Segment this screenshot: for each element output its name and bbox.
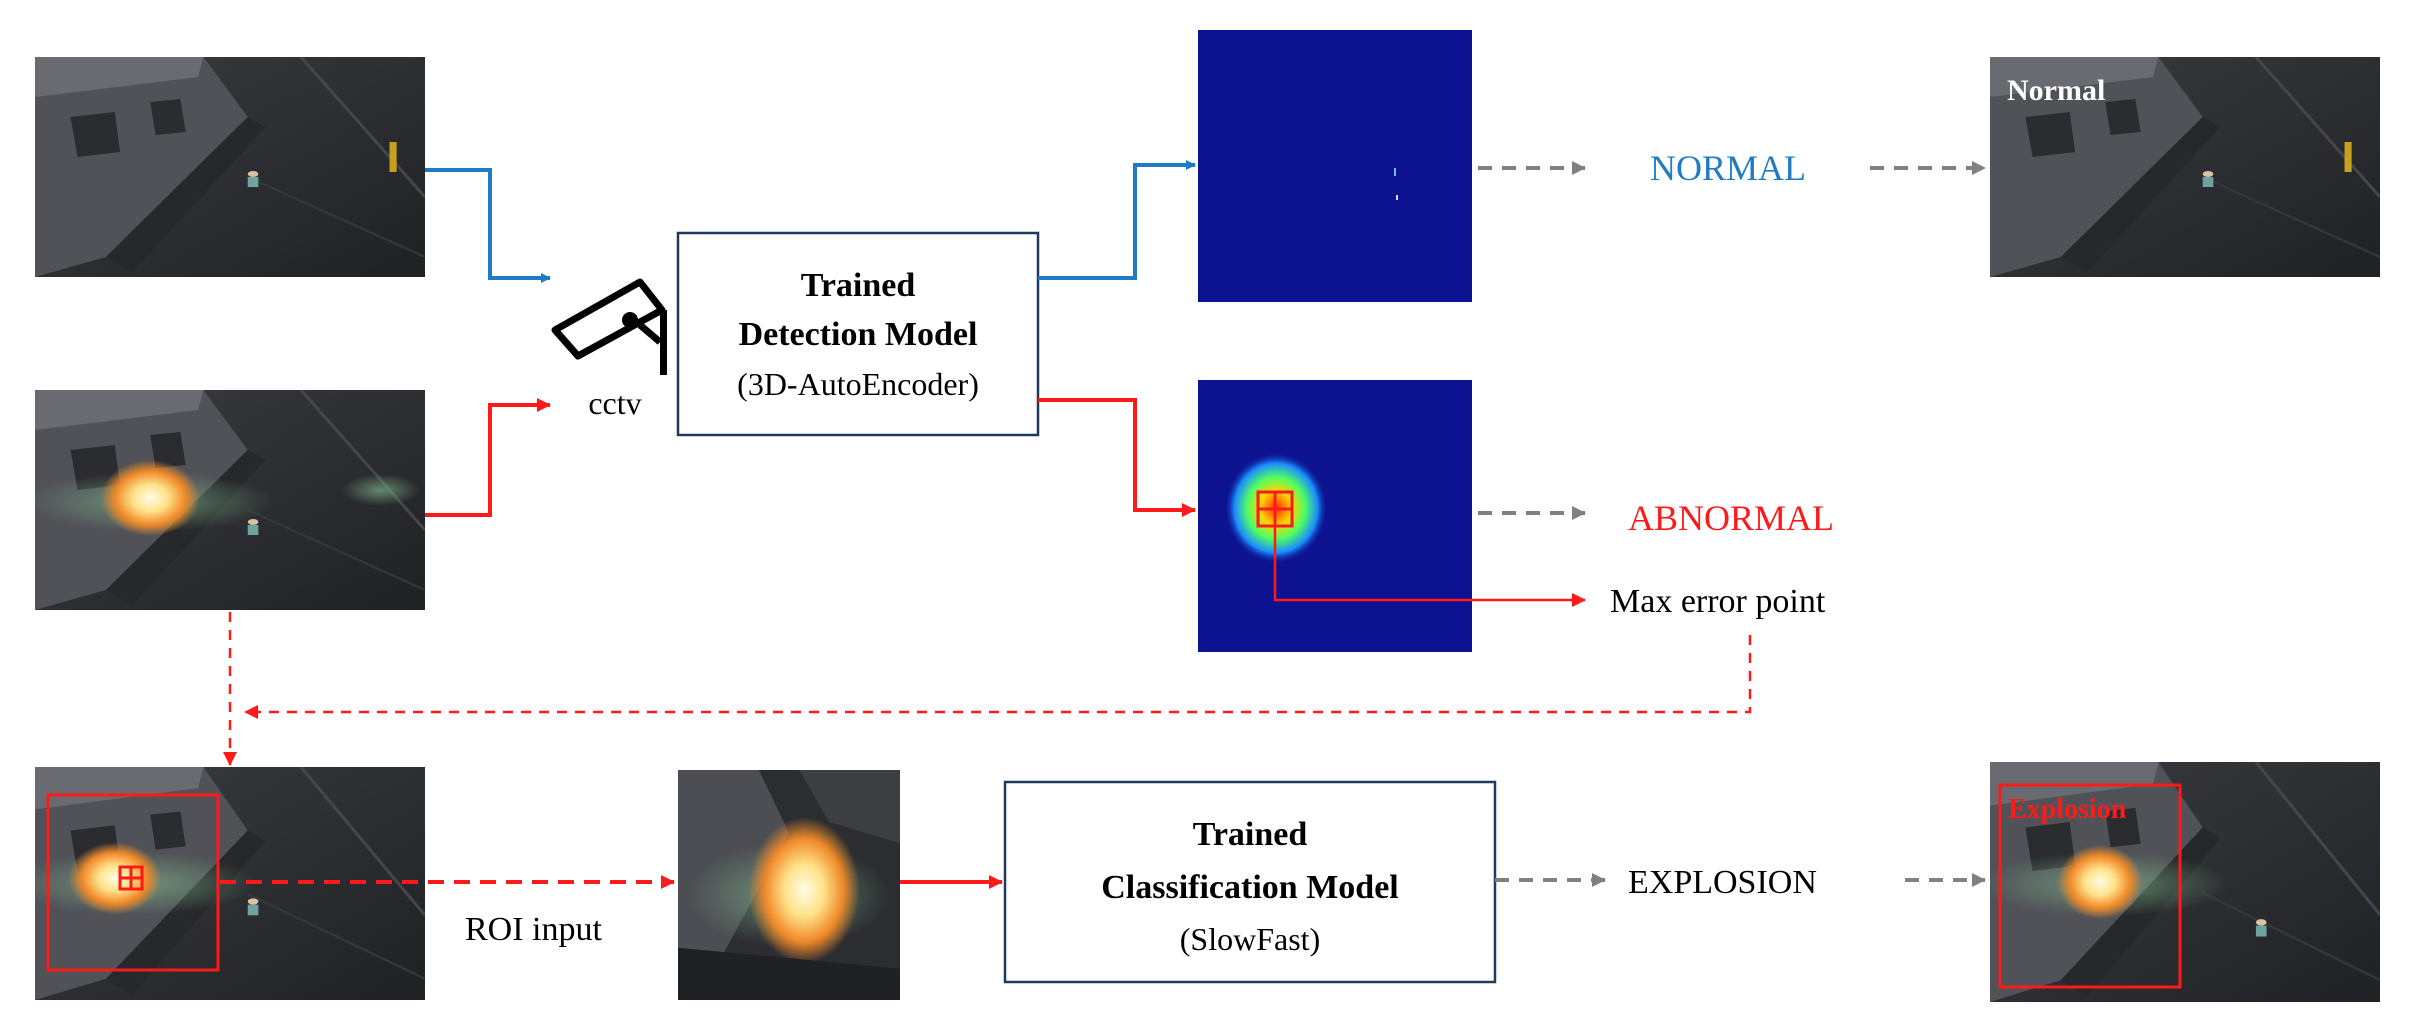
detection-model-title-2: Detection Model — [739, 316, 978, 353]
explosion-overlay-label: Explosion — [2008, 794, 2127, 825]
abnormal-result-label: ABNORMAL — [1628, 498, 1834, 538]
roi-crosshair-icon — [118, 865, 144, 891]
abnormal-input-arrow — [425, 398, 551, 517]
detection-model-box: Trained Detection Model (3D-AutoEncoder) — [676, 231, 1040, 437]
roi-input-label: ROI input — [465, 911, 603, 948]
classification-model-title-2: Classification Model — [1101, 869, 1398, 906]
max-error-feedback-dashed — [244, 635, 1752, 719]
abnormal-error-heatmap — [1198, 380, 1472, 652]
classification-model-title-1: Trained — [1193, 816, 1308, 853]
roi-bounding-box — [46, 793, 220, 972]
detection-to-normal-heatmap-arrow — [1038, 160, 1196, 280]
detection-model-subtitle: (3D-AutoEncoder) — [737, 366, 979, 402]
abnormal-input-frame — [35, 390, 425, 610]
roi-source-frame — [35, 767, 425, 1000]
classification-model-box: Trained Classification Model (SlowFast) — [1003, 780, 1497, 984]
max-error-point-arrow — [1273, 526, 1586, 607]
normal-error-heatmap — [1198, 30, 1472, 302]
cctv-label: cctv — [588, 385, 641, 421]
explosion-bounding-box — [1998, 783, 2182, 989]
normal-input-frame — [35, 57, 425, 277]
classification-model-subtitle: (SlowFast) — [1180, 921, 1320, 957]
max-error-point-label: Max error point — [1610, 583, 1826, 620]
cctv-camera-icon — [551, 278, 667, 375]
explosion-result-label: EXPLOSION — [1628, 864, 1817, 901]
normal-overlay-label: Normal — [2007, 74, 2105, 107]
normal-result-label: NORMAL — [1650, 148, 1806, 188]
detection-model-title-1: Trained — [801, 267, 916, 304]
roi-crop-frame — [678, 770, 900, 1000]
normal-input-arrow — [425, 168, 551, 283]
detection-to-abnormal-heatmap-arrow — [1038, 398, 1196, 517]
explosion-output-frame: Explosion — [1990, 762, 2380, 1002]
normal-output-frame: Normal — [1990, 57, 2380, 277]
